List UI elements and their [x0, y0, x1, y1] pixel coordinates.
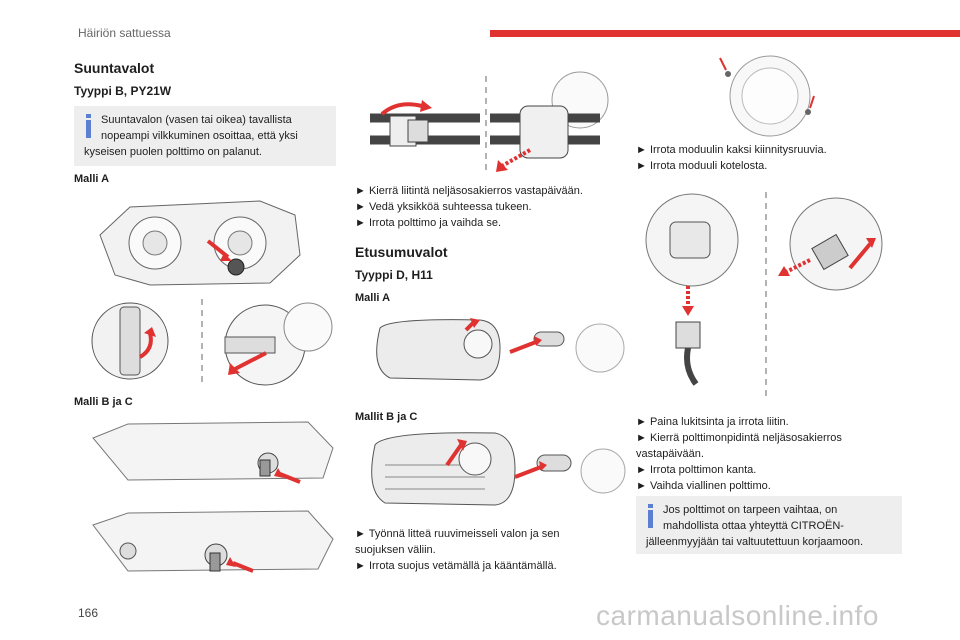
steps-fog-cover: ► Työnnä litteä ruuvimeisseli valon ja s… — [355, 526, 625, 574]
section-title: Häiriön sattuessa — [78, 26, 171, 40]
step-text: ► Irrota moduuli kotelosta. — [636, 160, 768, 172]
info-note-2: Jos polttimot on tarpeen vaihtaa, on mah… — [636, 496, 902, 554]
fog-model-bc-label: Mallit B ja C — [355, 411, 418, 423]
step-text: ► Irrota polttimo ja vaihda se. — [355, 217, 502, 229]
headlamp-model-a-illustration — [99, 200, 301, 286]
page-number: 166 — [78, 606, 99, 620]
step-text: ► Työnnä litteä ruuvimeisseli valon ja s… — [355, 528, 560, 540]
step-text: ► Kierrä polttimonpidintä neljäsosakierr… — [636, 432, 842, 444]
step-text: ► Vedä yksikköä suhteessa tukeen. — [355, 201, 532, 213]
info-icon — [646, 504, 655, 528]
info-icon — [84, 114, 93, 138]
subheading-type-d: Tyyppi D, H11 — [355, 268, 433, 282]
heading-direction-indicators: Suuntavalot — [74, 60, 155, 76]
step-text: ► Kierrä liitintä neljäsosakierros vasta… — [355, 185, 583, 197]
step-text: suojuksen väliin. — [355, 544, 436, 556]
note-line: Jos polttimot on tarpeen vaihtaa, on — [663, 504, 838, 516]
step-text: ► Irrota moduulin kaksi kiinnitysruuvia. — [636, 144, 827, 156]
fog-model-a-label: Malli A — [355, 292, 391, 304]
steps-connector: ► Kierrä liitintä neljäsosakierros vasta… — [355, 183, 625, 231]
model-a-label: Malli A — [74, 173, 110, 185]
connector-removal-illustration — [370, 71, 609, 174]
note-line: jälleenmyyjään tai valtuutettuun korjaam… — [646, 536, 864, 548]
fog-module-screws-illustration — [719, 55, 815, 137]
step-text: ► Vaihda viallinen polttimo. — [636, 480, 771, 492]
note-line: kyseisen puolen polttimo on palanut. — [84, 146, 262, 158]
note-line: nopeampi vilkkuminen osoittaa, että yksi — [101, 130, 298, 142]
headlamp-model-b-illustration — [92, 421, 334, 484]
steps-bulb: ► Paina lukitsinta ja irrota liitin. ► K… — [636, 414, 906, 494]
note-line: Suuntavalon (vasen tai oikea) tavallista — [101, 114, 292, 126]
model-bc-label: Malli B ja C — [74, 396, 133, 408]
subheading-type-b: Tyyppi B, PY21W — [74, 84, 172, 98]
info-note-1: Suuntavalon (vasen tai oikea) tavallista… — [74, 106, 336, 166]
step-text: ► Irrota suojus vetämällä ja kääntämällä… — [355, 560, 557, 572]
watermark: carmanualsonline.info — [596, 600, 879, 631]
step-text: ► Paina lukitsinta ja irrota liitin. — [636, 416, 789, 428]
headlamp-model-c-illustration — [92, 510, 334, 573]
heading-front-fog-lamps: Etusumuvalot — [355, 244, 448, 260]
fog-lamp-model-a-illustration — [376, 318, 625, 381]
header-accent-bar — [490, 30, 960, 37]
step-text: vastapäivään. — [636, 448, 704, 460]
note-line: mahdollista ottaa yhteyttä CITROËN- — [663, 520, 844, 532]
fog-lamp-model-bc-illustration — [371, 432, 626, 506]
bulb-holder-removal-illustration — [645, 192, 883, 398]
steps-module: ► Irrota moduulin kaksi kiinnitysruuvia.… — [636, 142, 906, 174]
step-text: ► Irrota polttimon kanta. — [636, 464, 757, 476]
bulb-holder-rotation-illustration — [91, 299, 333, 386]
